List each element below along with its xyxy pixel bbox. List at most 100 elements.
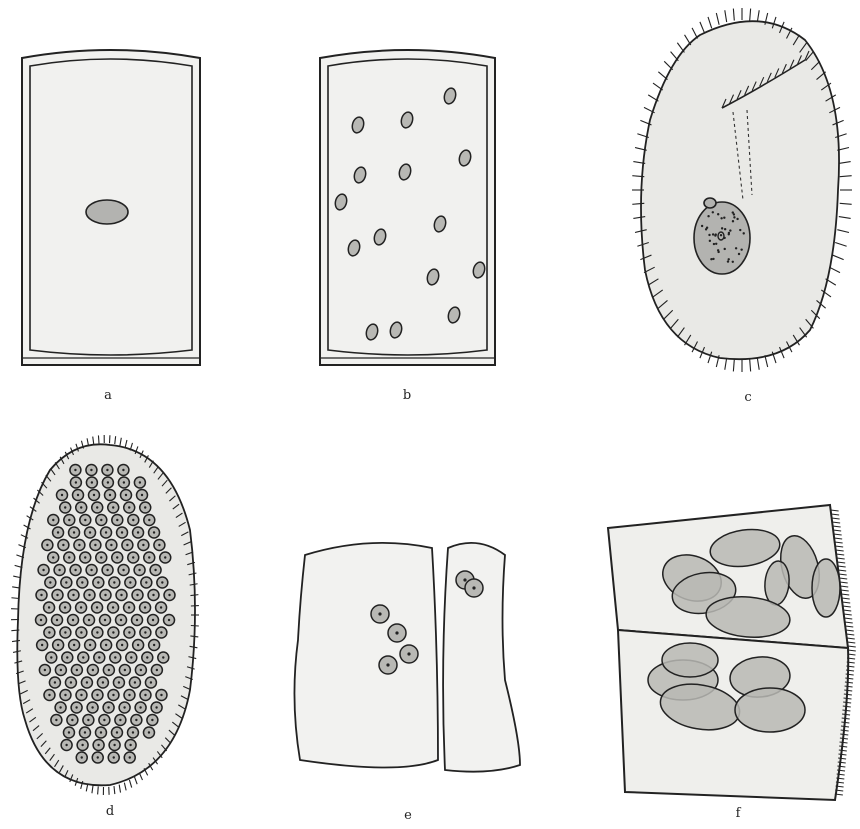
caption-f: f [728, 806, 748, 821]
panel-f-cells [608, 505, 856, 800]
panel-c-macronucleus [694, 202, 750, 274]
panel-d-nucleus [111, 727, 122, 738]
panel-c-micronucleus [704, 198, 716, 208]
panel-d-nucleus [156, 627, 167, 638]
panel-f-nucleus [662, 643, 718, 677]
panel-d-nucleus [108, 502, 119, 513]
panel-d-nucleus [85, 640, 96, 651]
panel-d-nucleus [58, 540, 69, 551]
panel-f-nucleus [735, 688, 805, 732]
panel-e-cells [294, 543, 520, 772]
panel-d-nucleus [101, 527, 112, 538]
panel-d-nucleus [108, 752, 119, 763]
panel-d-nucleus [69, 527, 80, 538]
panel-b-cell [320, 50, 495, 365]
panel-d-nucleus [133, 527, 144, 538]
panel-d-nucleus [116, 615, 127, 626]
panel-d-nucleus [63, 727, 74, 738]
panel-c-ciliate [632, 8, 852, 372]
panel-d-nucleus [45, 577, 56, 588]
panel-d-nucleus [60, 502, 71, 513]
panel-d-nucleus [105, 490, 116, 501]
panel-d-nucleus [122, 540, 133, 551]
panel-d-nucleus [94, 652, 105, 663]
panel-d-nucleus [77, 740, 88, 751]
panel-d-nucleus [100, 590, 111, 601]
panel-d-nucleus [164, 590, 175, 601]
panel-d-nucleus [124, 502, 135, 513]
panel-d-nucleus [48, 515, 59, 526]
panel-d-nucleus [92, 627, 103, 638]
panel-d-nucleus [118, 465, 129, 476]
panel-e-nucleus [465, 579, 483, 597]
panel-d-nucleus [71, 702, 82, 713]
panel-d-nucleus [60, 627, 71, 638]
panel-d-nucleus [106, 540, 117, 551]
panel-d-nucleus [70, 477, 81, 488]
panel-d-nucleus [137, 490, 148, 501]
panel-d-nucleus [141, 577, 152, 588]
panel-d-nucleus [68, 590, 79, 601]
panel-d-nucleus [113, 677, 124, 688]
panel-d-nucleus [76, 690, 87, 701]
panel-d-nucleus [125, 577, 136, 588]
panel-d-nucleus [51, 715, 62, 726]
panel-d-nucleus [133, 640, 144, 651]
panel-d-nucleus [92, 602, 103, 613]
panel-d-nucleus [102, 465, 113, 476]
panel-d-nucleus [150, 565, 161, 576]
panel-d-nucleus [64, 515, 75, 526]
panel-d-nucleus [158, 652, 169, 663]
panel-d-nucleus [83, 715, 94, 726]
panel-d-nucleus [118, 565, 129, 576]
panel-d-nucleus [151, 665, 162, 676]
panel-d-nucleus [112, 515, 123, 526]
panel-d-nucleus [76, 752, 87, 763]
panel-d-nucleus [99, 715, 110, 726]
panel-d-nucleus [96, 515, 107, 526]
panel-d-nucleus [64, 552, 75, 563]
panel-d-nucleus [93, 740, 104, 751]
panel-d-nucleus [140, 627, 151, 638]
panel-d-nucleus [84, 615, 95, 626]
panel-d-nucleus [46, 652, 57, 663]
panel-d-nucleus [42, 540, 53, 551]
panel-d-nucleus [119, 702, 130, 713]
panel-d-nucleus [128, 552, 139, 563]
panel-d-nucleus [102, 565, 113, 576]
panel-d-nucleus [37, 640, 48, 651]
panel-a-nucleus [86, 200, 128, 224]
panel-d-nucleus [79, 727, 90, 738]
panel-d-nucleus [100, 615, 111, 626]
panel-d-nucleus [132, 615, 143, 626]
panel-d-nucleus [110, 652, 121, 663]
panel-d-nucleus [140, 602, 151, 613]
panel-d-nucleus [76, 602, 87, 613]
panel-d-nucleus [44, 602, 55, 613]
panel-d-nucleus [36, 615, 47, 626]
panel-d-nucleus [129, 677, 140, 688]
panel-d-nucleus [126, 652, 137, 663]
panel-d-nucleus [121, 490, 132, 501]
panel-d-nucleus [131, 715, 142, 726]
panel-d-nucleus [60, 690, 71, 701]
panel-d-nucleus [74, 540, 85, 551]
panel-d-nucleus [85, 527, 96, 538]
panel-d-nucleus [109, 740, 120, 751]
panel-d-nucleus [112, 552, 123, 563]
panel-d-nucleus [97, 677, 108, 688]
panel-d-nucleus [115, 715, 126, 726]
panel-d-nucleus [154, 540, 165, 551]
panel-d-nucleus [119, 665, 130, 676]
panel-d-nucleus [90, 540, 101, 551]
panel-d-nucleus [76, 502, 87, 513]
caption-c: c [738, 390, 758, 405]
panel-d-nucleus [60, 602, 71, 613]
panel-d-nucleus [116, 590, 127, 601]
panel-d-nucleus [156, 690, 167, 701]
panel-d-nucleus [87, 665, 98, 676]
panel-d-nucleus [81, 677, 92, 688]
panel-d-nucleus [125, 740, 136, 751]
panel-d-nucleus [80, 515, 91, 526]
